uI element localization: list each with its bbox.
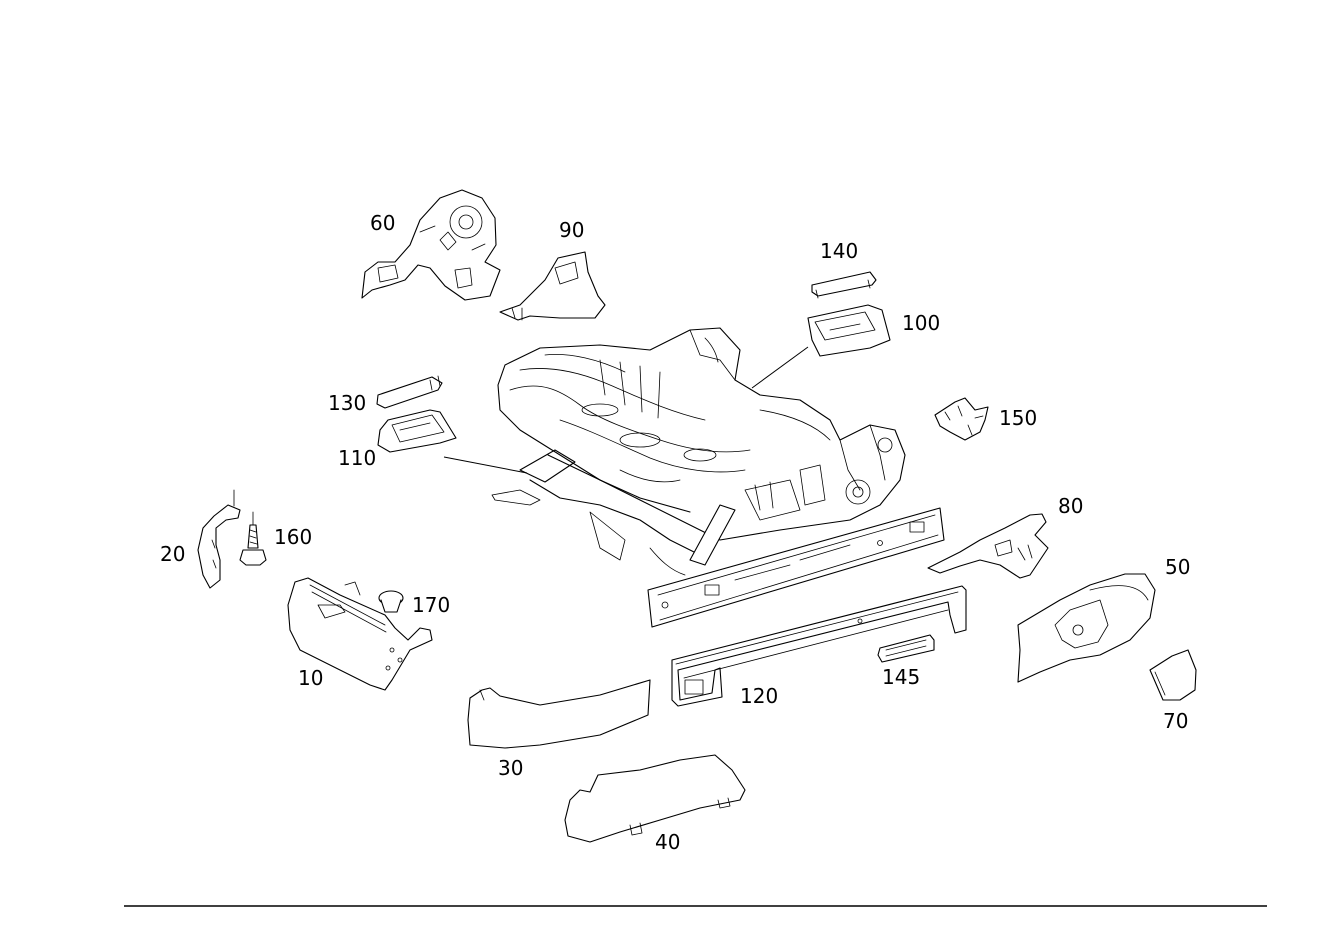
part-20-cover <box>197 489 241 589</box>
callout-70: 70 <box>1163 709 1188 733</box>
part-90-trim <box>499 251 606 321</box>
part-110-handle-bracket <box>377 409 457 453</box>
part-130-handle <box>376 375 443 409</box>
part-140-clip <box>811 271 877 299</box>
callout-150: 150 <box>999 406 1037 430</box>
callout-170: 170 <box>412 593 450 617</box>
callout-20: 20 <box>160 542 185 566</box>
part-120-rail-cover <box>671 585 967 707</box>
callout-100: 100 <box>902 311 940 335</box>
leader-110 <box>443 456 528 474</box>
callout-30: 30 <box>498 756 523 780</box>
callout-120: 120 <box>740 684 778 708</box>
callout-90: 90 <box>559 218 584 242</box>
callout-160: 160 <box>274 525 312 549</box>
part-10-side-panel <box>287 577 433 691</box>
part-70-cap <box>1149 649 1197 701</box>
part-160-screw <box>239 511 267 566</box>
callout-145: 145 <box>882 665 920 689</box>
callout-130: 130 <box>328 391 366 415</box>
part-80-trim-bracket <box>927 513 1049 579</box>
callout-140: 140 <box>820 239 858 263</box>
callout-labels: 60 90 140 100 130 110 150 80 50 70 20 16… <box>160 211 1190 854</box>
callout-10: 10 <box>298 666 323 690</box>
part-170-plug <box>378 590 404 613</box>
callout-110: 110 <box>338 446 376 470</box>
callout-80: 80 <box>1058 494 1083 518</box>
leader-100 <box>751 346 809 389</box>
part-60-hinge-cover <box>361 189 501 301</box>
callout-40: 40 <box>655 830 680 854</box>
part-40-lower-trim <box>564 754 746 843</box>
seat-frame-assembly <box>491 327 945 628</box>
part-145-rail-piece <box>877 634 935 663</box>
part-100-handle-bracket <box>807 304 891 357</box>
part-30-front-trim <box>467 679 651 749</box>
callout-50: 50 <box>1165 555 1190 579</box>
callout-60: 60 <box>370 211 395 235</box>
part-50-side-shield <box>1017 573 1156 683</box>
part-150-bracket <box>934 397 989 441</box>
